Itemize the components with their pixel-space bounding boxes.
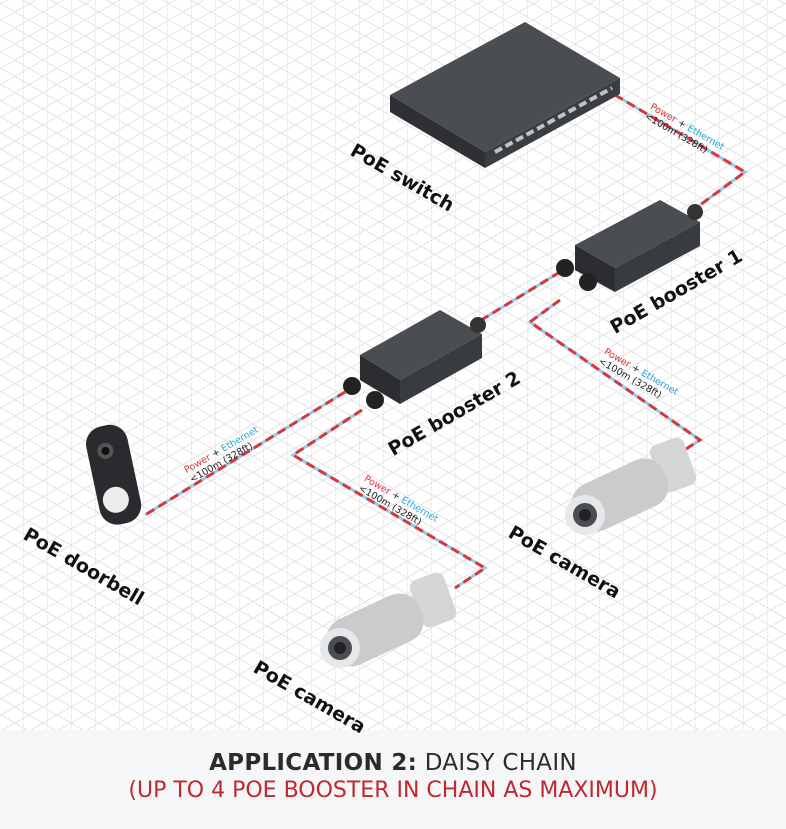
cable-switch-booster1 — [614, 93, 748, 207]
cable-booster2-doorbell — [144, 390, 346, 517]
caption-subtitle: (UP TO 4 POE BOOSTER IN CHAIN AS MAXIMUM… — [128, 778, 658, 803]
poe-booster-2-device — [343, 310, 486, 409]
daisy-chain-diagram: PoE switch PoE booster 1 PoE booster 2 P… — [0, 0, 786, 738]
poe-booster-1-device — [556, 200, 703, 292]
poe-camera-right-device — [565, 437, 697, 535]
caption-title: APPLICATION 2: DAISY CHAIN — [0, 750, 786, 776]
poe-switch-device — [390, 22, 620, 168]
poe-camera-bottom-device — [320, 572, 457, 668]
cable-booster1-booster2 — [477, 270, 561, 324]
cable-booster2-camera — [290, 408, 488, 590]
caption-regular: DAISY CHAIN — [424, 750, 577, 776]
cables-and-devices — [86, 22, 748, 668]
poe-doorbell-device — [86, 424, 142, 525]
caption-bold: APPLICATION 2: — [209, 750, 418, 776]
caption: APPLICATION 2: DAISY CHAIN (UP TO 4 POE … — [0, 750, 786, 803]
